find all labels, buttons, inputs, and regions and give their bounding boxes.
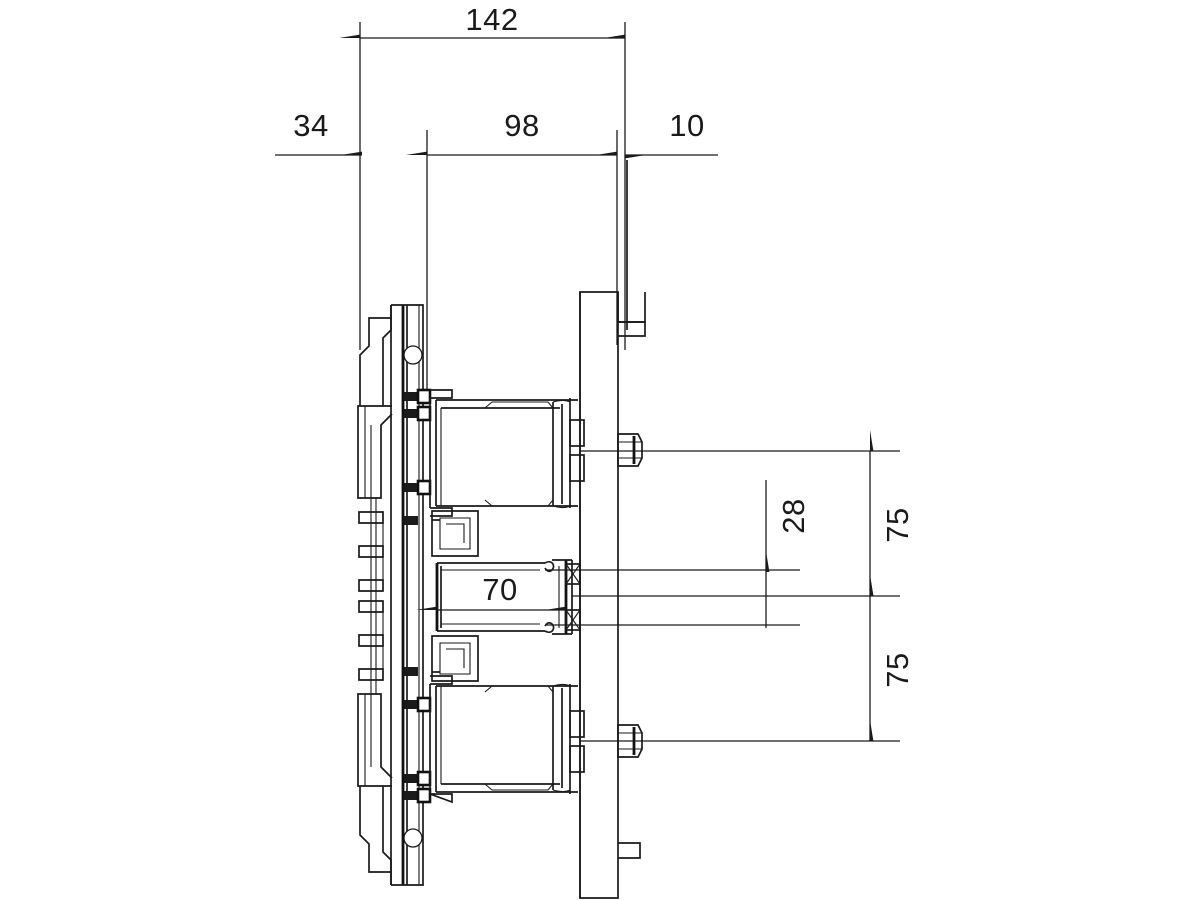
- clip-lower: [431, 635, 479, 682]
- dim-142-label: 142: [465, 2, 518, 37]
- dim-98-label: 98: [504, 108, 539, 143]
- front-plate: [579, 160, 646, 899]
- screw-icon: [404, 516, 418, 525]
- left-rail-assembly: [357, 405, 393, 787]
- dimension-row-secondary: 34 98 10: [275, 108, 718, 159]
- dim-75-bottom-label: 75: [880, 652, 915, 687]
- hole-bottom-icon: [403, 828, 423, 848]
- mounting-plate: [382, 304, 424, 886]
- dim-10-label: 10: [669, 108, 704, 143]
- dim-34-label: 34: [293, 108, 328, 143]
- dimension-28: 28: [762, 480, 811, 628]
- terminal-block-upper: [429, 389, 585, 517]
- dimension-70: 70: [416, 572, 566, 614]
- screw-icon: [404, 667, 418, 676]
- dim-75-top-label: 75: [880, 507, 915, 542]
- screw-icon: [404, 770, 432, 787]
- corner-brackets: [359, 317, 392, 873]
- screw-icon: [404, 388, 432, 405]
- terminal-block-lower: [429, 675, 585, 804]
- center-bearing: [565, 563, 581, 631]
- screw-icon: [404, 787, 432, 804]
- dimension-75-top: 75: [866, 430, 915, 596]
- dimension-142: 142: [339, 2, 625, 42]
- bolt-top: [617, 433, 643, 467]
- hole-top-icon: [403, 345, 423, 365]
- dimension-75-bottom: 75: [866, 575, 915, 741]
- extension-lines-right: [545, 450, 900, 742]
- dim-28-label: 28: [776, 498, 811, 533]
- clip-upper: [431, 510, 479, 557]
- dim-70-label: 70: [482, 572, 517, 607]
- extension-lines-top: [359, 22, 626, 400]
